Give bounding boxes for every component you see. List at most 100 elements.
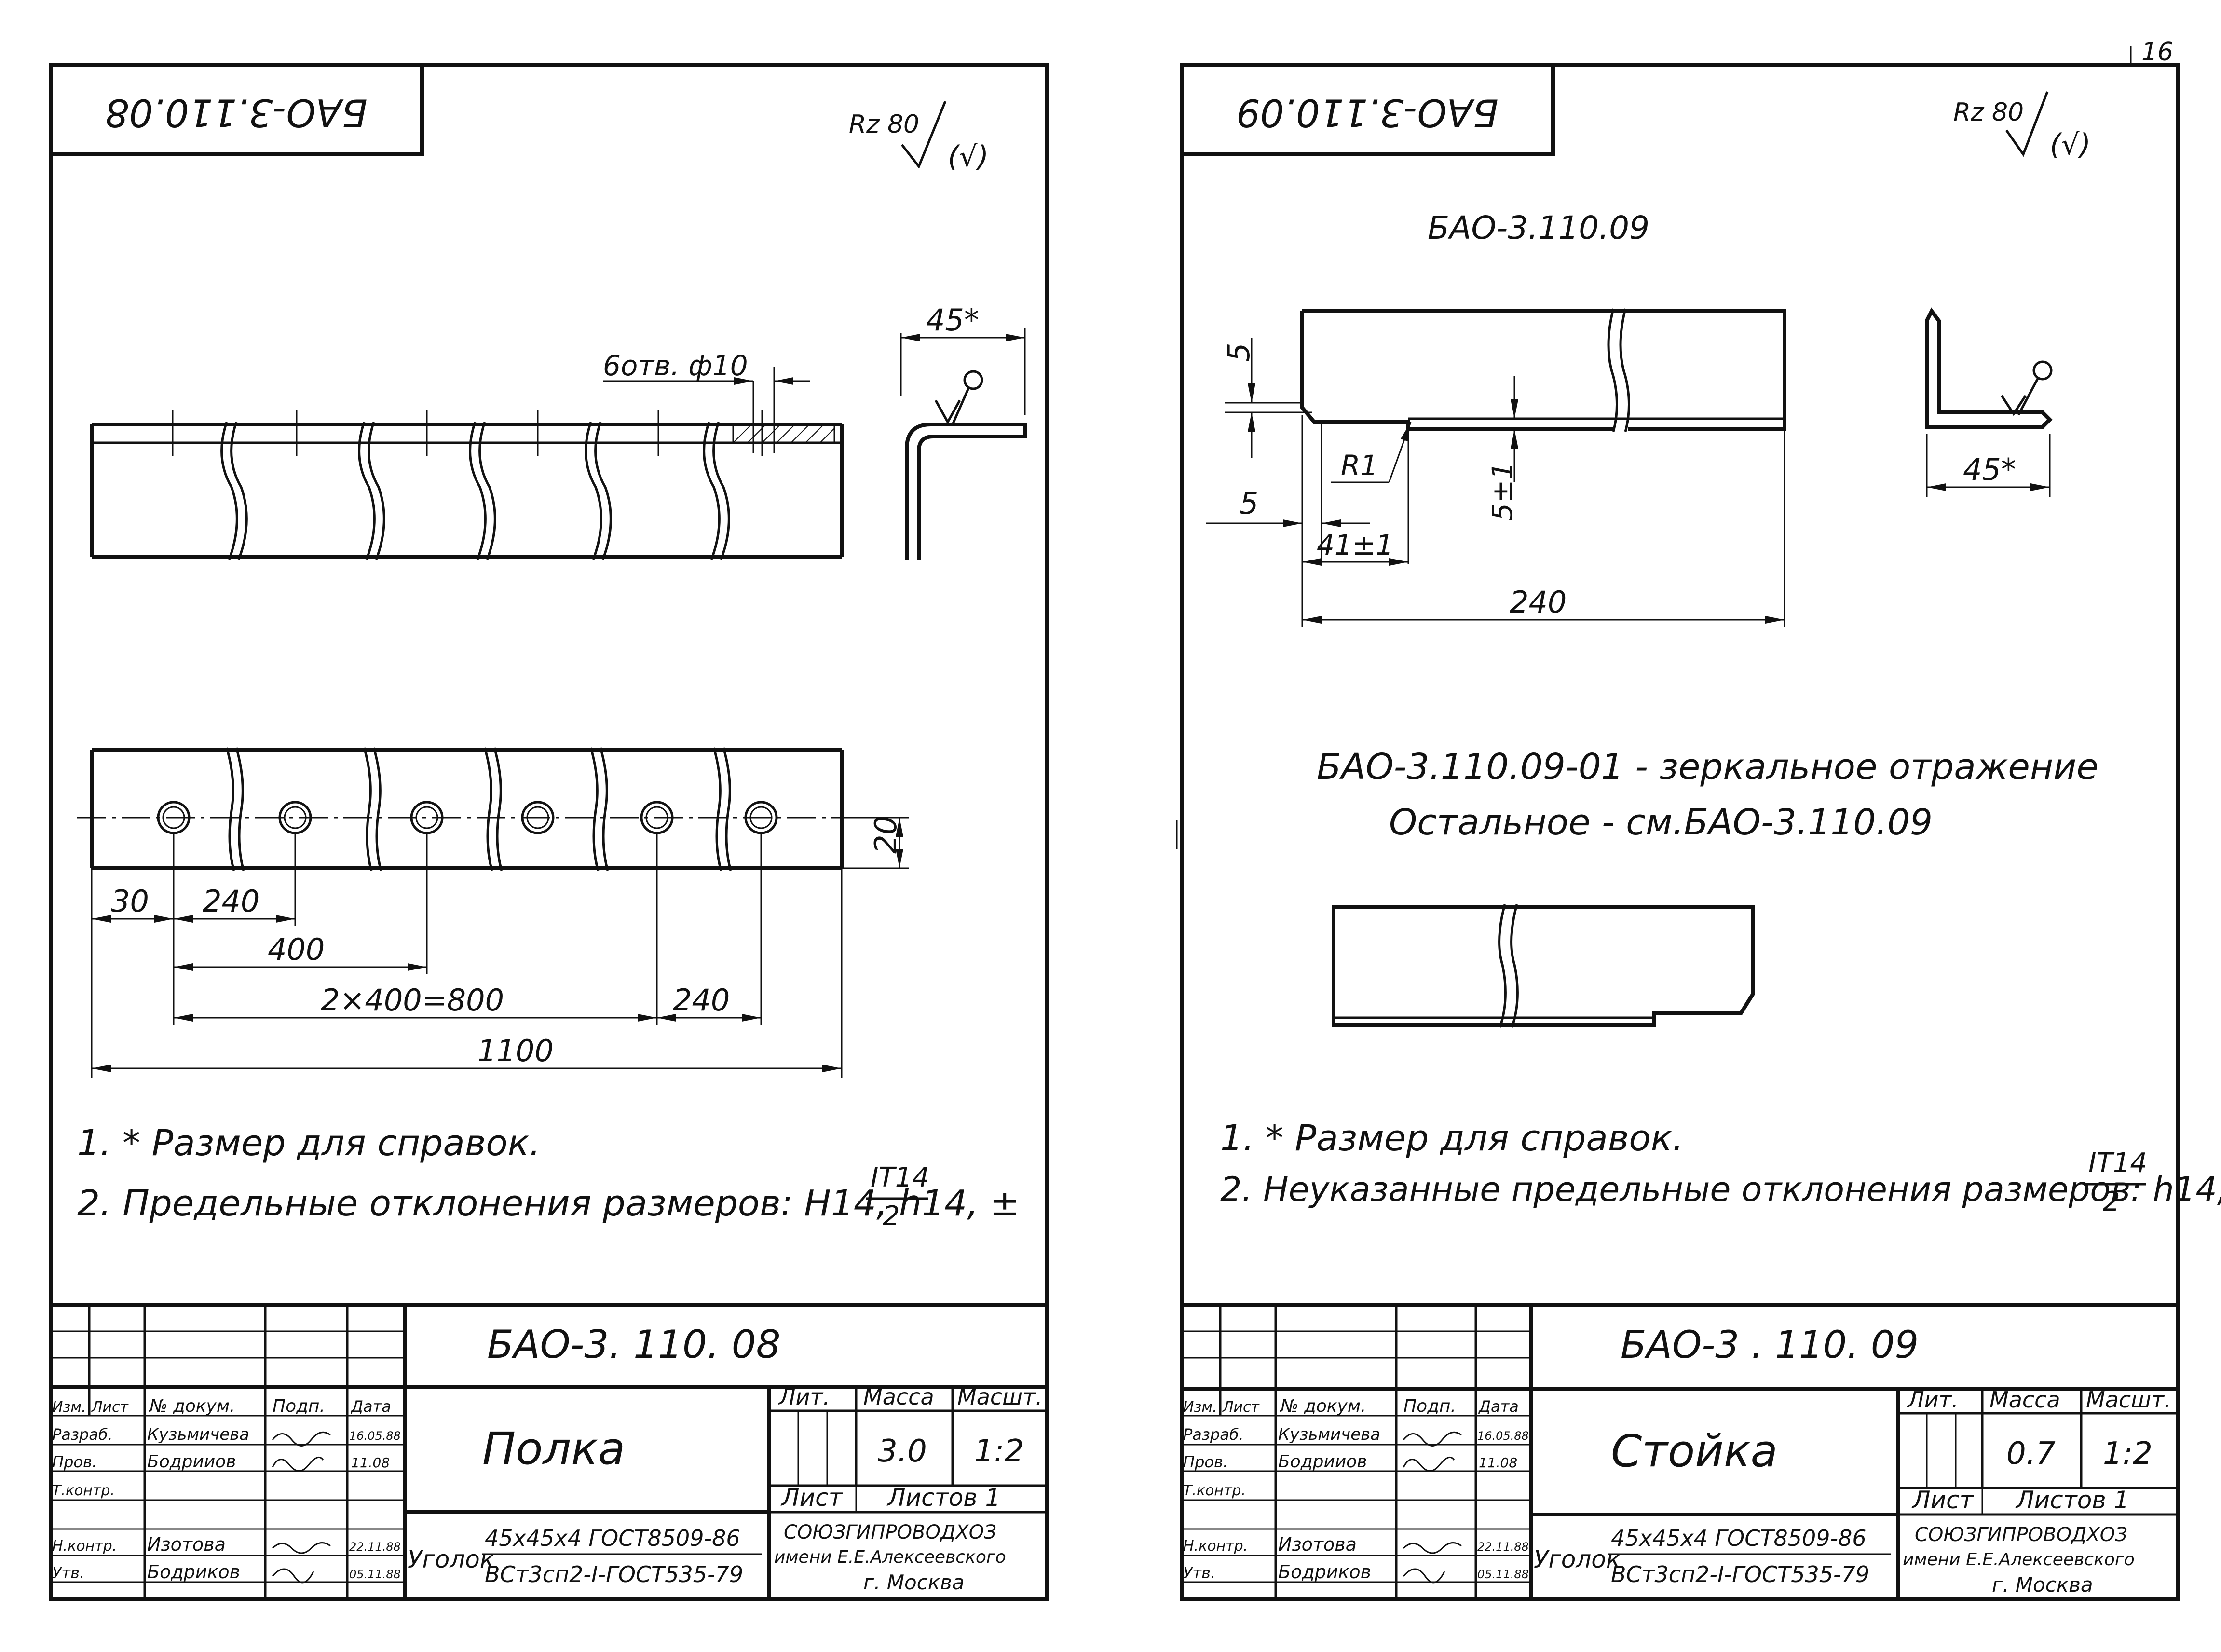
left-name-utv: Бодриков bbox=[147, 1561, 240, 1583]
right-title-code: БАО-3 . 110. 09 bbox=[1621, 1324, 1919, 1367]
left-org-line3: г. Москва bbox=[863, 1570, 965, 1594]
right-view-title: БАО-3.110.09 bbox=[1428, 209, 1649, 246]
right-corner-code-box bbox=[1180, 63, 1555, 156]
right-title-name: Стойка bbox=[1611, 1425, 1778, 1477]
left-material-bottom: ВСт3сп2-I-ГОСТ535-79 bbox=[485, 1561, 743, 1587]
left-top-view bbox=[90, 367, 844, 560]
right-front-view bbox=[1206, 308, 1786, 627]
left-corner-code: БАО-3.110.08 bbox=[105, 91, 368, 134]
right-material-top: 45х45х4 ГОСТ8509-86 bbox=[1611, 1525, 1867, 1551]
left-dim-flange: 45* bbox=[926, 302, 979, 338]
left-roughness-suffix: (√) bbox=[948, 140, 989, 174]
right-scale-label: Масшт. bbox=[2086, 1387, 2171, 1413]
left-sheet-label: Лист bbox=[780, 1484, 844, 1512]
right-col-date: Дата bbox=[1478, 1397, 1519, 1416]
left-signature-utv bbox=[272, 1568, 314, 1584]
right-material-bottom: ВСт3сп2-I-ГОСТ535-79 bbox=[1611, 1561, 1869, 1587]
right-signature-razrab bbox=[1403, 1431, 1462, 1447]
left-date-utv: 05.11.88 bbox=[349, 1568, 401, 1581]
left-row-prov: Пров. bbox=[52, 1453, 97, 1471]
right-dim-r1: R1 bbox=[1341, 449, 1378, 482]
left-dim-1100: 1100 bbox=[477, 1033, 554, 1068]
right-scale-value: 1:2 bbox=[2103, 1436, 2153, 1472]
right-material-word: Уголок bbox=[1534, 1545, 1621, 1573]
right-row-razrab: Разраб. bbox=[1183, 1425, 1244, 1444]
left-dim-240b: 240 bbox=[673, 983, 730, 1018]
left-row-nkontr: Н.контр. bbox=[52, 1538, 117, 1555]
left-row-razrab: Разраб. bbox=[52, 1425, 113, 1444]
right-sheet-label: Лист bbox=[1911, 1486, 1975, 1514]
left-title-name: Полка bbox=[482, 1423, 625, 1475]
right-dim-41pm1: 41±1 bbox=[1317, 529, 1393, 561]
left-title-code: БАО-3. 110. 08 bbox=[487, 1322, 781, 1367]
right-name-razrab: Кузьмичева bbox=[1278, 1425, 1380, 1444]
right-date-nkontr: 22.11.88 bbox=[1477, 1540, 1529, 1554]
left-material-top: 45х45х4 ГОСТ8509-86 bbox=[485, 1525, 740, 1551]
left-col-sign: Подп. bbox=[273, 1396, 325, 1416]
right-roughness-suffix: (√) bbox=[2050, 128, 2091, 162]
left-org-line1: СОЮЗГИПРОВОДХОЗ bbox=[784, 1521, 996, 1543]
left-sheet: БАО-3.110.08 Rz 80 (√) bbox=[49, 63, 1049, 1601]
right-date-prov: 11.08 bbox=[1479, 1455, 1517, 1471]
right-corner-code: БАО-3.110.09 bbox=[1236, 91, 1499, 134]
right-signature-prov bbox=[1403, 1456, 1455, 1472]
left-corner-code-box bbox=[49, 63, 424, 156]
left-scale-label: Масшт. bbox=[957, 1384, 1043, 1410]
right-roughness-symbol: Rz 80 (√) bbox=[1953, 91, 2091, 162]
left-roughness-check bbox=[901, 101, 947, 169]
right-roughness-label: Rz 80 bbox=[1953, 98, 2024, 127]
right-note-1: 1. * Размер для справок. bbox=[1220, 1118, 1684, 1159]
right-date-utv: 05.11.88 bbox=[1477, 1568, 1529, 1581]
left-signature-nkontr bbox=[272, 1542, 331, 1554]
right-row-utv: Утв. bbox=[1183, 1564, 1215, 1582]
right-org-line1: СОЮЗГИПРОВОДХОЗ bbox=[1915, 1524, 2127, 1546]
right-name-nkontr: Изотова bbox=[1278, 1534, 1357, 1555]
left-name-prov: Бодрииов bbox=[147, 1452, 236, 1472]
right-org-line2: имени Е.Е.Алексеевского bbox=[1903, 1550, 2135, 1570]
left-row-utv: Утв. bbox=[52, 1564, 84, 1582]
left-note-1: 1. * Размер для справок. bbox=[77, 1122, 541, 1164]
page-number: 16 bbox=[2141, 38, 2173, 67]
right-name-utv: Бодриков bbox=[1278, 1561, 1371, 1583]
left-date-prov: 11.08 bbox=[351, 1455, 390, 1471]
right-dim-240: 240 bbox=[1510, 585, 1567, 620]
right-mirror-view bbox=[1332, 904, 1755, 1028]
left-col-list: Лист bbox=[91, 1399, 129, 1416]
left-roughness-label: Rz 80 bbox=[849, 110, 919, 139]
right-dim-45: 45* bbox=[1963, 452, 2016, 487]
left-date-nkontr: 22.11.88 bbox=[349, 1540, 401, 1554]
left-date-razrab: 16.05.88 bbox=[349, 1429, 401, 1443]
right-signature-utv bbox=[1403, 1568, 1445, 1584]
right-mass-value: 0.7 bbox=[2006, 1436, 2056, 1472]
right-roughness-check bbox=[2005, 91, 2049, 157]
left-sheets-label: Листов 1 bbox=[886, 1484, 1000, 1512]
right-date-razrab: 16.05.88 bbox=[1477, 1429, 1529, 1443]
right-col-sign: Подп. bbox=[1403, 1396, 1456, 1416]
left-note-2: 2. Предельные отклонения размеров: Н14, … bbox=[77, 1183, 1020, 1224]
right-title-block bbox=[1182, 1303, 2178, 1599]
left-row-tkontr: Т.контр. bbox=[52, 1482, 115, 1499]
left-dim-2x400: 2×400=800 bbox=[321, 983, 504, 1018]
left-note-2-frac-top: IT14 bbox=[871, 1162, 929, 1193]
left-col-izm: Изм. bbox=[52, 1399, 86, 1416]
left-note-2-frac-bottom: 2 bbox=[883, 1201, 900, 1232]
left-col-date: Дата bbox=[350, 1397, 391, 1416]
left-mass-value: 3.0 bbox=[878, 1434, 927, 1469]
right-dim-5-left: 5 bbox=[1240, 486, 1258, 521]
left-dim-30: 30 bbox=[111, 884, 149, 919]
left-name-razrab: Кузьмичева bbox=[147, 1425, 249, 1444]
right-name-prov: Бодрииов bbox=[1278, 1452, 1367, 1472]
left-signature-prov bbox=[272, 1456, 324, 1472]
left-scale-value: 1:2 bbox=[974, 1434, 1024, 1469]
right-angle-profile bbox=[1925, 307, 2053, 497]
left-dim-400: 400 bbox=[268, 932, 325, 967]
left-sheet-frame bbox=[49, 63, 1049, 1601]
right-row-prov: Пров. bbox=[1183, 1453, 1228, 1471]
right-mirror-line1: БАО-3.110.09-01 - зеркальное отражение bbox=[1317, 746, 2098, 788]
right-org-line3: г. Москва bbox=[1992, 1573, 2093, 1597]
right-col-list: Лист bbox=[1222, 1399, 1260, 1416]
left-name-nkontr: Изотова bbox=[147, 1534, 226, 1555]
right-sheet: БАО-3.110.09 Rz 80 (√) БАО-3.110.09 bbox=[1180, 63, 2221, 1601]
left-lit-label: Лит. bbox=[778, 1384, 830, 1410]
